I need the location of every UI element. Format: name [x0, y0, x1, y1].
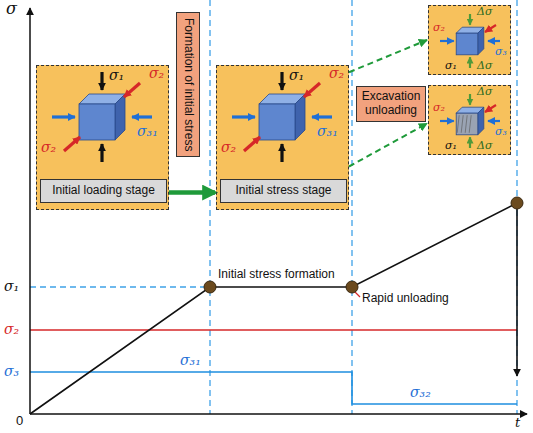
crack-mark — [469, 115, 471, 133]
axis-label: t — [515, 416, 520, 431]
stress-symbol: σ₂ — [41, 140, 56, 154]
load-arrow — [488, 40, 500, 42]
stress-symbol: σ₃₁ — [317, 124, 338, 138]
cube-side — [115, 94, 125, 140]
load-arrow — [488, 120, 500, 122]
load-arrow — [312, 115, 332, 118]
cube-front — [259, 104, 295, 140]
load-arrow — [280, 72, 283, 90]
unloading-branch — [349, 124, 427, 167]
stage-panel: σ₁ σ₂ σ₂ σ₃₁ Initial stress stage — [216, 65, 349, 210]
stage-box: Initial stress stage — [220, 179, 347, 203]
state-dot — [511, 197, 523, 209]
stress-symbol: σ₂ — [433, 22, 445, 33]
rock-cube — [52, 72, 152, 162]
stress-symbol: σ₁ — [289, 68, 304, 82]
sigma1-line — [30, 203, 517, 414]
axis-label: σ — [6, 0, 17, 18]
box-text: Initial loading stage — [43, 184, 164, 198]
cube-side — [478, 27, 484, 55]
sigma1-guide — [30, 286, 210, 287]
state-dot — [346, 281, 358, 293]
x-axis — [30, 413, 527, 415]
panel-ground — [36, 65, 169, 210]
stress-symbol: σ₃₁ — [137, 124, 158, 138]
stress-level: σ₁ — [4, 278, 19, 294]
stress-symbol: σ₂ — [149, 66, 164, 80]
load-arrow — [52, 115, 75, 118]
stage-divider — [351, 0, 352, 414]
load-arrow — [100, 144, 103, 162]
load-arrow — [100, 72, 103, 90]
load-arrow — [485, 25, 496, 32]
stress-level: σ₂ — [4, 321, 19, 337]
cube-front — [456, 33, 478, 55]
stress-symbol: σ₂ — [329, 66, 344, 80]
origin-label: 0 — [16, 414, 23, 429]
stage-panel: σ₁ σ₂ σ₂ σ₃₁ Initial loading stage — [36, 65, 169, 210]
curve-label: σ₃₁ — [180, 352, 201, 368]
load-arrow — [469, 137, 471, 148]
stress-symbol: σ₃ — [495, 46, 507, 57]
stage-box: Initial loading stage — [40, 179, 167, 203]
load-arrow — [485, 105, 496, 112]
stress-symbol: Δσ — [477, 60, 492, 71]
panel-ground — [216, 65, 349, 210]
load-arrow — [469, 94, 471, 105]
stress-symbol: σ₁ — [445, 140, 457, 151]
unloading-panel: Δσσ₂σ₃Δσσ₁ — [428, 5, 511, 75]
cube-front — [79, 104, 115, 140]
load-arrow — [64, 137, 80, 151]
rock-cube — [232, 72, 332, 162]
y-axis — [29, 8, 31, 414]
load-arrow — [124, 83, 140, 97]
cube-front — [456, 113, 478, 135]
box-text: Formation of initial stress — [181, 18, 195, 151]
state-dot — [204, 281, 216, 293]
sigma3-line — [30, 372, 517, 404]
load-arrow — [440, 40, 454, 42]
stress-level: σ₃ — [4, 363, 19, 379]
panel-ground — [428, 85, 511, 155]
crack-mark — [465, 115, 467, 133]
stress-symbol: Δσ — [477, 140, 492, 151]
load-arrow — [232, 115, 255, 118]
curve-label: σ₃₂ — [410, 384, 431, 400]
unloading-panel: Δσσ₂σ₃Δσσ₁ — [428, 85, 511, 155]
box-text: Excavation unloading — [359, 90, 423, 118]
process-box: Formation of initial stress — [176, 12, 200, 157]
stage-note: Rapid unloading — [362, 292, 449, 306]
load-arrow — [304, 83, 320, 97]
stress-symbol: σ₁ — [109, 68, 124, 82]
load-arrow — [469, 57, 471, 68]
crack-mark — [457, 115, 459, 133]
crack-mark — [461, 115, 463, 133]
transition-arrow — [169, 190, 215, 195]
panel-ground — [428, 5, 511, 75]
load-arrow — [469, 14, 471, 25]
cube-side — [478, 107, 484, 135]
stage-divider — [209, 0, 210, 414]
stage-note: Initial stress formation — [218, 268, 335, 282]
sigma2-line — [30, 329, 517, 331]
stress-symbol: σ₂ — [433, 102, 445, 113]
load-arrow — [440, 120, 454, 122]
box-text: Initial stress stage — [223, 184, 344, 198]
load-arrow — [132, 115, 152, 118]
load-arrow — [244, 137, 260, 151]
stress-symbol: σ₃ — [495, 126, 507, 137]
cube-group — [52, 14, 500, 162]
load-arrow — [280, 144, 283, 162]
unloading-branch — [349, 40, 427, 72]
stress-symbol: σ₂ — [221, 140, 236, 154]
cube-side — [295, 94, 305, 140]
stress-symbol: Δσ — [477, 86, 492, 97]
process-box: Excavation unloading — [356, 86, 426, 122]
stress-symbol: σ₁ — [445, 60, 457, 71]
stress-symbol: Δσ — [477, 6, 492, 17]
unloading-arrow — [516, 209, 518, 376]
